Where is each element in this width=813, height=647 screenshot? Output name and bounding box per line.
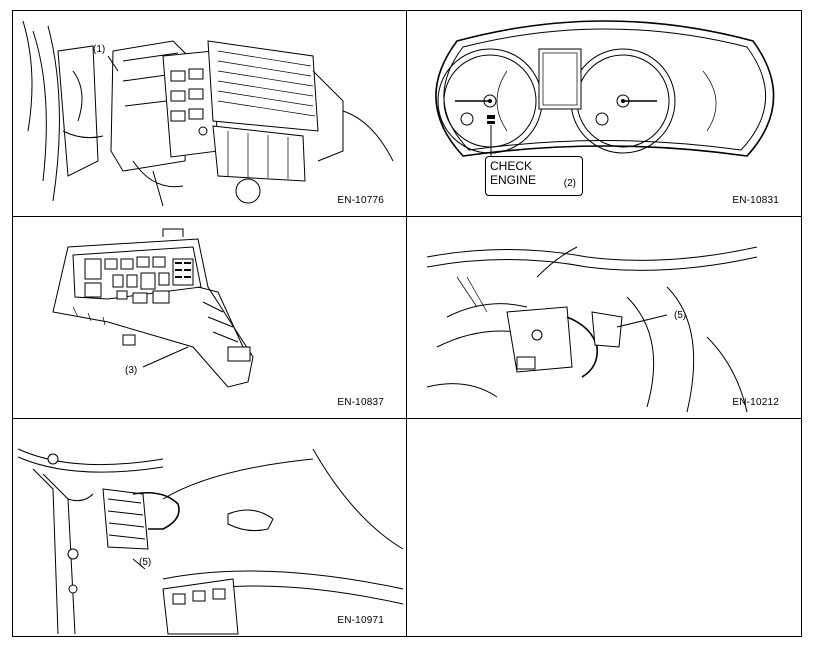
figure-code: EN-10212 xyxy=(732,397,779,408)
check-engine-label-box: CHECK ENGINE (2) xyxy=(485,156,583,196)
panel-connector-detail: (5) EN-10971 xyxy=(12,418,407,637)
illustration-instrument-cluster xyxy=(435,20,775,157)
callout-5: (5) xyxy=(139,557,152,568)
figure-code: EN-10971 xyxy=(337,615,384,626)
panel-check-engine-light: CHECK ENGINE (2) EN-10831 xyxy=(406,10,802,217)
figure-code: EN-10831 xyxy=(732,195,779,206)
illustration-connector-close-up xyxy=(17,448,404,635)
check-engine-label-line2: ENGINE xyxy=(490,173,537,187)
panel-connector-location: (5) EN-10212 xyxy=(406,216,802,419)
check-engine-label-line1: CHECK xyxy=(490,159,533,173)
callout-5: (5) xyxy=(674,310,687,321)
callout-1: (1) xyxy=(93,44,106,55)
panel-fuse-box-location: (1) EN-10776 xyxy=(12,10,407,217)
panel-empty xyxy=(406,418,802,637)
panel-fuse-box-detail: (3) EN-10837 xyxy=(12,216,407,419)
figure-code: EN-10776 xyxy=(337,195,384,206)
callout-3: (3) xyxy=(125,365,138,376)
illustration-connector-harness xyxy=(426,246,758,413)
illustration-fuse-box xyxy=(52,228,254,388)
callout-2: (2) xyxy=(563,178,576,189)
illustration-engine-compartment xyxy=(22,20,394,207)
figure-code: EN-10837 xyxy=(337,397,384,408)
